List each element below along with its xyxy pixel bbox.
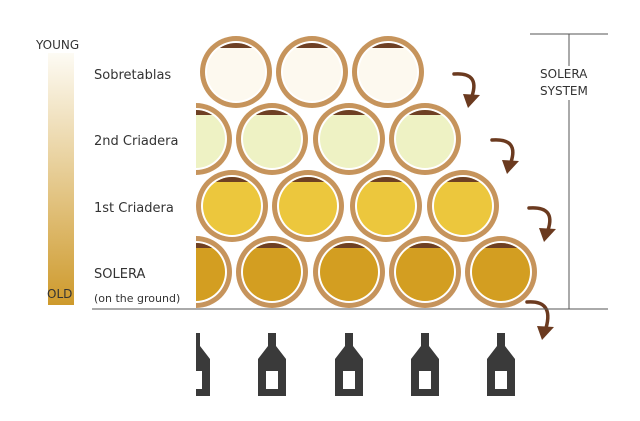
tier-note-solera: (on the ground) [94,292,181,305]
barrel [350,34,426,110]
barrel [234,234,310,310]
bottle-icon [487,333,515,396]
barrel [387,101,463,177]
system-label-line-1: SOLERA [540,67,588,81]
barrel [311,101,387,177]
bottle-icon [258,333,286,396]
tier-label-sobretablas: Sobretablas [94,68,172,83]
bottle-icon [196,333,210,396]
barrel [463,234,539,310]
barrel-stack [196,34,539,310]
old-label: OLD [47,287,73,301]
barrel [198,34,274,110]
bottle-icon [411,333,439,396]
tier-label-2nd-criadera: 2nd Criadera [94,134,179,149]
age-gradient-bar [48,53,74,305]
flow-arrows [452,72,556,340]
barrel [196,101,234,177]
flow-arrow-icon [452,72,480,108]
barrel [348,168,424,244]
barrel [425,168,501,244]
barrel [387,234,463,310]
flow-arrow-icon [527,206,556,242]
barrel [274,34,350,110]
tier-label-solera: SOLERA [94,267,146,282]
flow-arrow-icon [525,300,554,340]
barrel [196,234,234,310]
bottle-icon [335,333,363,396]
young-label: YOUNG [36,38,80,52]
system-label-line-2: SYSTEM [540,84,588,98]
flow-arrow-icon [490,138,519,174]
barrel [270,168,346,244]
bottle-row [196,333,515,396]
barrel [196,168,270,244]
tier-label-1st-criadera: 1st Criadera [94,201,174,216]
barrel [234,101,310,177]
barrel [311,234,387,310]
